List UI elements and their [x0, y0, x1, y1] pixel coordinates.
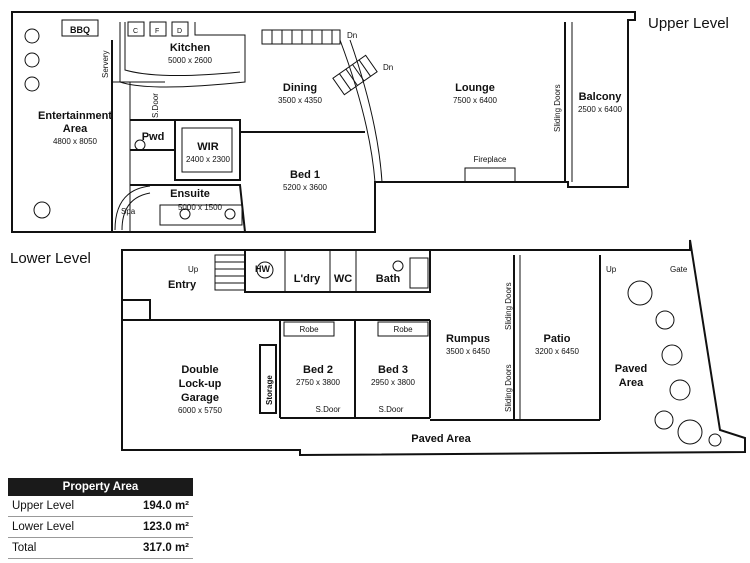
upper-level-title: Upper Level [648, 15, 729, 32]
garage-dim: 6000 x 5750 [178, 406, 223, 415]
powder-label: Pwd [142, 131, 165, 143]
wir-label: WIR [197, 141, 218, 153]
bed1-dim: 5200 x 3600 [283, 183, 328, 192]
kitchen-d-label: D [177, 28, 182, 35]
wir-dim: 2400 x 2300 [186, 155, 231, 164]
lower-level-labels: Lower Level Up HW Entry L'dry WC Bath Up… [10, 250, 688, 445]
ensuite-dim: 5000 x 1500 [178, 203, 223, 212]
table-row: Upper Level 194.0 m² [8, 496, 193, 517]
hw-label: HW [255, 264, 270, 274]
bed3-dim: 2950 x 3800 [371, 378, 416, 387]
gate-label: Gate [670, 265, 688, 274]
lower-level-title: Lower Level [10, 250, 91, 267]
bed3-label: Bed 3 [378, 364, 408, 376]
ensuite-label: Ensuite [170, 188, 210, 200]
kitchen-label: Kitchen [170, 42, 211, 54]
balcony-dim: 2500 x 6400 [578, 105, 623, 114]
row-value: 123.0 m² [112, 516, 193, 538]
dining-label: Dining [283, 82, 317, 94]
wc-label: WC [334, 273, 352, 285]
kitchen-c-label: C [133, 28, 138, 35]
bbq-label: BBQ [70, 25, 90, 35]
paved-area-label: Paved Area [411, 433, 471, 445]
garage-label-2: Lock-up [179, 378, 222, 390]
paved-area-label-2: Paved [615, 363, 647, 375]
lower-level-walls [121, 239, 746, 457]
property-area-table: Property Area Upper Level 194.0 m² Lower… [8, 478, 193, 559]
rumpus-label: Rumpus [446, 333, 490, 345]
balcony-label: Balcony [579, 91, 623, 103]
sliding-doors-label-3: Sliding Doors [504, 364, 513, 412]
kitchen-f-label: F [155, 28, 159, 35]
row-label: Upper Level [8, 496, 113, 517]
paved-area-label-3: Area [619, 377, 644, 389]
bed2-dim: 2750 x 3800 [296, 378, 341, 387]
lounge-dim: 7500 x 6400 [453, 96, 498, 105]
entertainment-label: Entertainment [38, 110, 112, 122]
table-row: Total 317.0 m² [8, 537, 193, 559]
upper-level-labels: Upper Level BBQ C F D Kitchen 5000 x 260… [38, 15, 729, 216]
fireplace-label: Fireplace [474, 155, 507, 164]
patio-label: Patio [544, 333, 571, 345]
table-row: Lower Level 123.0 m² [8, 516, 193, 538]
stairs-down-label: Dn [347, 31, 357, 40]
s-door-label: S.Door [151, 93, 160, 118]
servery-label: Servery [101, 50, 110, 78]
laundry-label: L'dry [294, 273, 321, 285]
spa-label: Spa [121, 207, 136, 216]
row-value: 317.0 m² [112, 537, 193, 559]
up-label-2: Up [606, 265, 617, 274]
up-label: Up [188, 265, 199, 274]
kitchen-dim: 5000 x 2600 [168, 56, 213, 65]
row-label: Total [8, 537, 113, 559]
garage-label: Double [181, 364, 218, 376]
garage-label-3: Garage [181, 392, 219, 404]
robe-label: Robe [299, 325, 319, 334]
stairs-down-label-2: Dn [383, 63, 393, 72]
entry-label: Entry [168, 279, 197, 291]
robe-label-2: Robe [393, 325, 413, 334]
entertainment-label-2: Area [63, 123, 88, 135]
patio-dim: 3200 x 6450 [535, 347, 580, 356]
upper-level-walls [11, 11, 636, 233]
rumpus-dim: 3500 x 6450 [446, 347, 491, 356]
bath-label: Bath [376, 273, 401, 285]
row-label: Lower Level [8, 516, 113, 538]
bed2-label: Bed 2 [303, 364, 333, 376]
row-value: 194.0 m² [112, 496, 193, 517]
sliding-doors-label: Sliding Doors [553, 84, 562, 132]
lounge-label: Lounge [455, 82, 495, 94]
bed1-label: Bed 1 [290, 169, 320, 181]
sliding-doors-label-2: Sliding Doors [504, 282, 513, 330]
property-area-title: Property Area [8, 478, 193, 496]
storage-label: Storage [265, 375, 274, 405]
entertainment-dim: 4800 x 8050 [53, 137, 98, 146]
dining-dim: 3500 x 4350 [278, 96, 323, 105]
s-door-label-2: S.Door [316, 405, 341, 414]
s-door-label-3: S.Door [379, 405, 404, 414]
